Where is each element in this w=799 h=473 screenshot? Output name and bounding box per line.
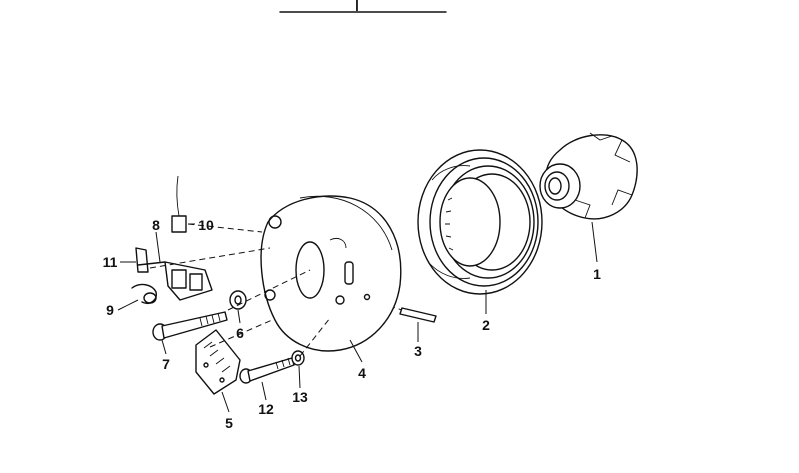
- part-4-housing[interactable]: [260, 195, 402, 352]
- part-11-bracket[interactable]: [135, 247, 166, 273]
- part-2-stator[interactable]: [417, 149, 543, 295]
- part-1-rotor[interactable]: [539, 132, 638, 220]
- leader-lines: [117, 221, 598, 413]
- label-part-9: 9: [106, 302, 114, 318]
- part-8-brush-holder[interactable]: [164, 261, 213, 301]
- part-6-washer[interactable]: [229, 290, 247, 310]
- header-mark: |: [355, 0, 359, 11]
- label-part-4: 4: [358, 365, 366, 381]
- label-part-7: 7: [162, 356, 170, 372]
- label-part-13: 13: [292, 389, 308, 405]
- label-part-2: 2: [482, 317, 490, 333]
- header-rule: |: [279, 0, 447, 13]
- part-9-clip[interactable]: [131, 283, 157, 304]
- label-part-6: 6: [236, 325, 244, 341]
- part-7-screw[interactable]: [152, 311, 228, 341]
- label-part-8: 8: [152, 217, 160, 233]
- part-13-washer[interactable]: [291, 350, 305, 366]
- part-12-screw[interactable]: [239, 357, 295, 384]
- part-5-rectifier[interactable]: [195, 329, 241, 395]
- label-part-10: 10: [198, 217, 214, 233]
- label-part-5: 5: [225, 415, 233, 431]
- part-10-brush[interactable]: [171, 175, 187, 233]
- label-part-12: 12: [258, 401, 274, 417]
- label-part-11: 11: [103, 254, 118, 270]
- part-labels: 1 2 3 4 5 6 7 8 9 10 11 12 13: [103, 217, 602, 431]
- label-part-3: 3: [414, 343, 422, 359]
- assembly-lines: [149, 223, 331, 357]
- label-part-1: 1: [593, 266, 601, 282]
